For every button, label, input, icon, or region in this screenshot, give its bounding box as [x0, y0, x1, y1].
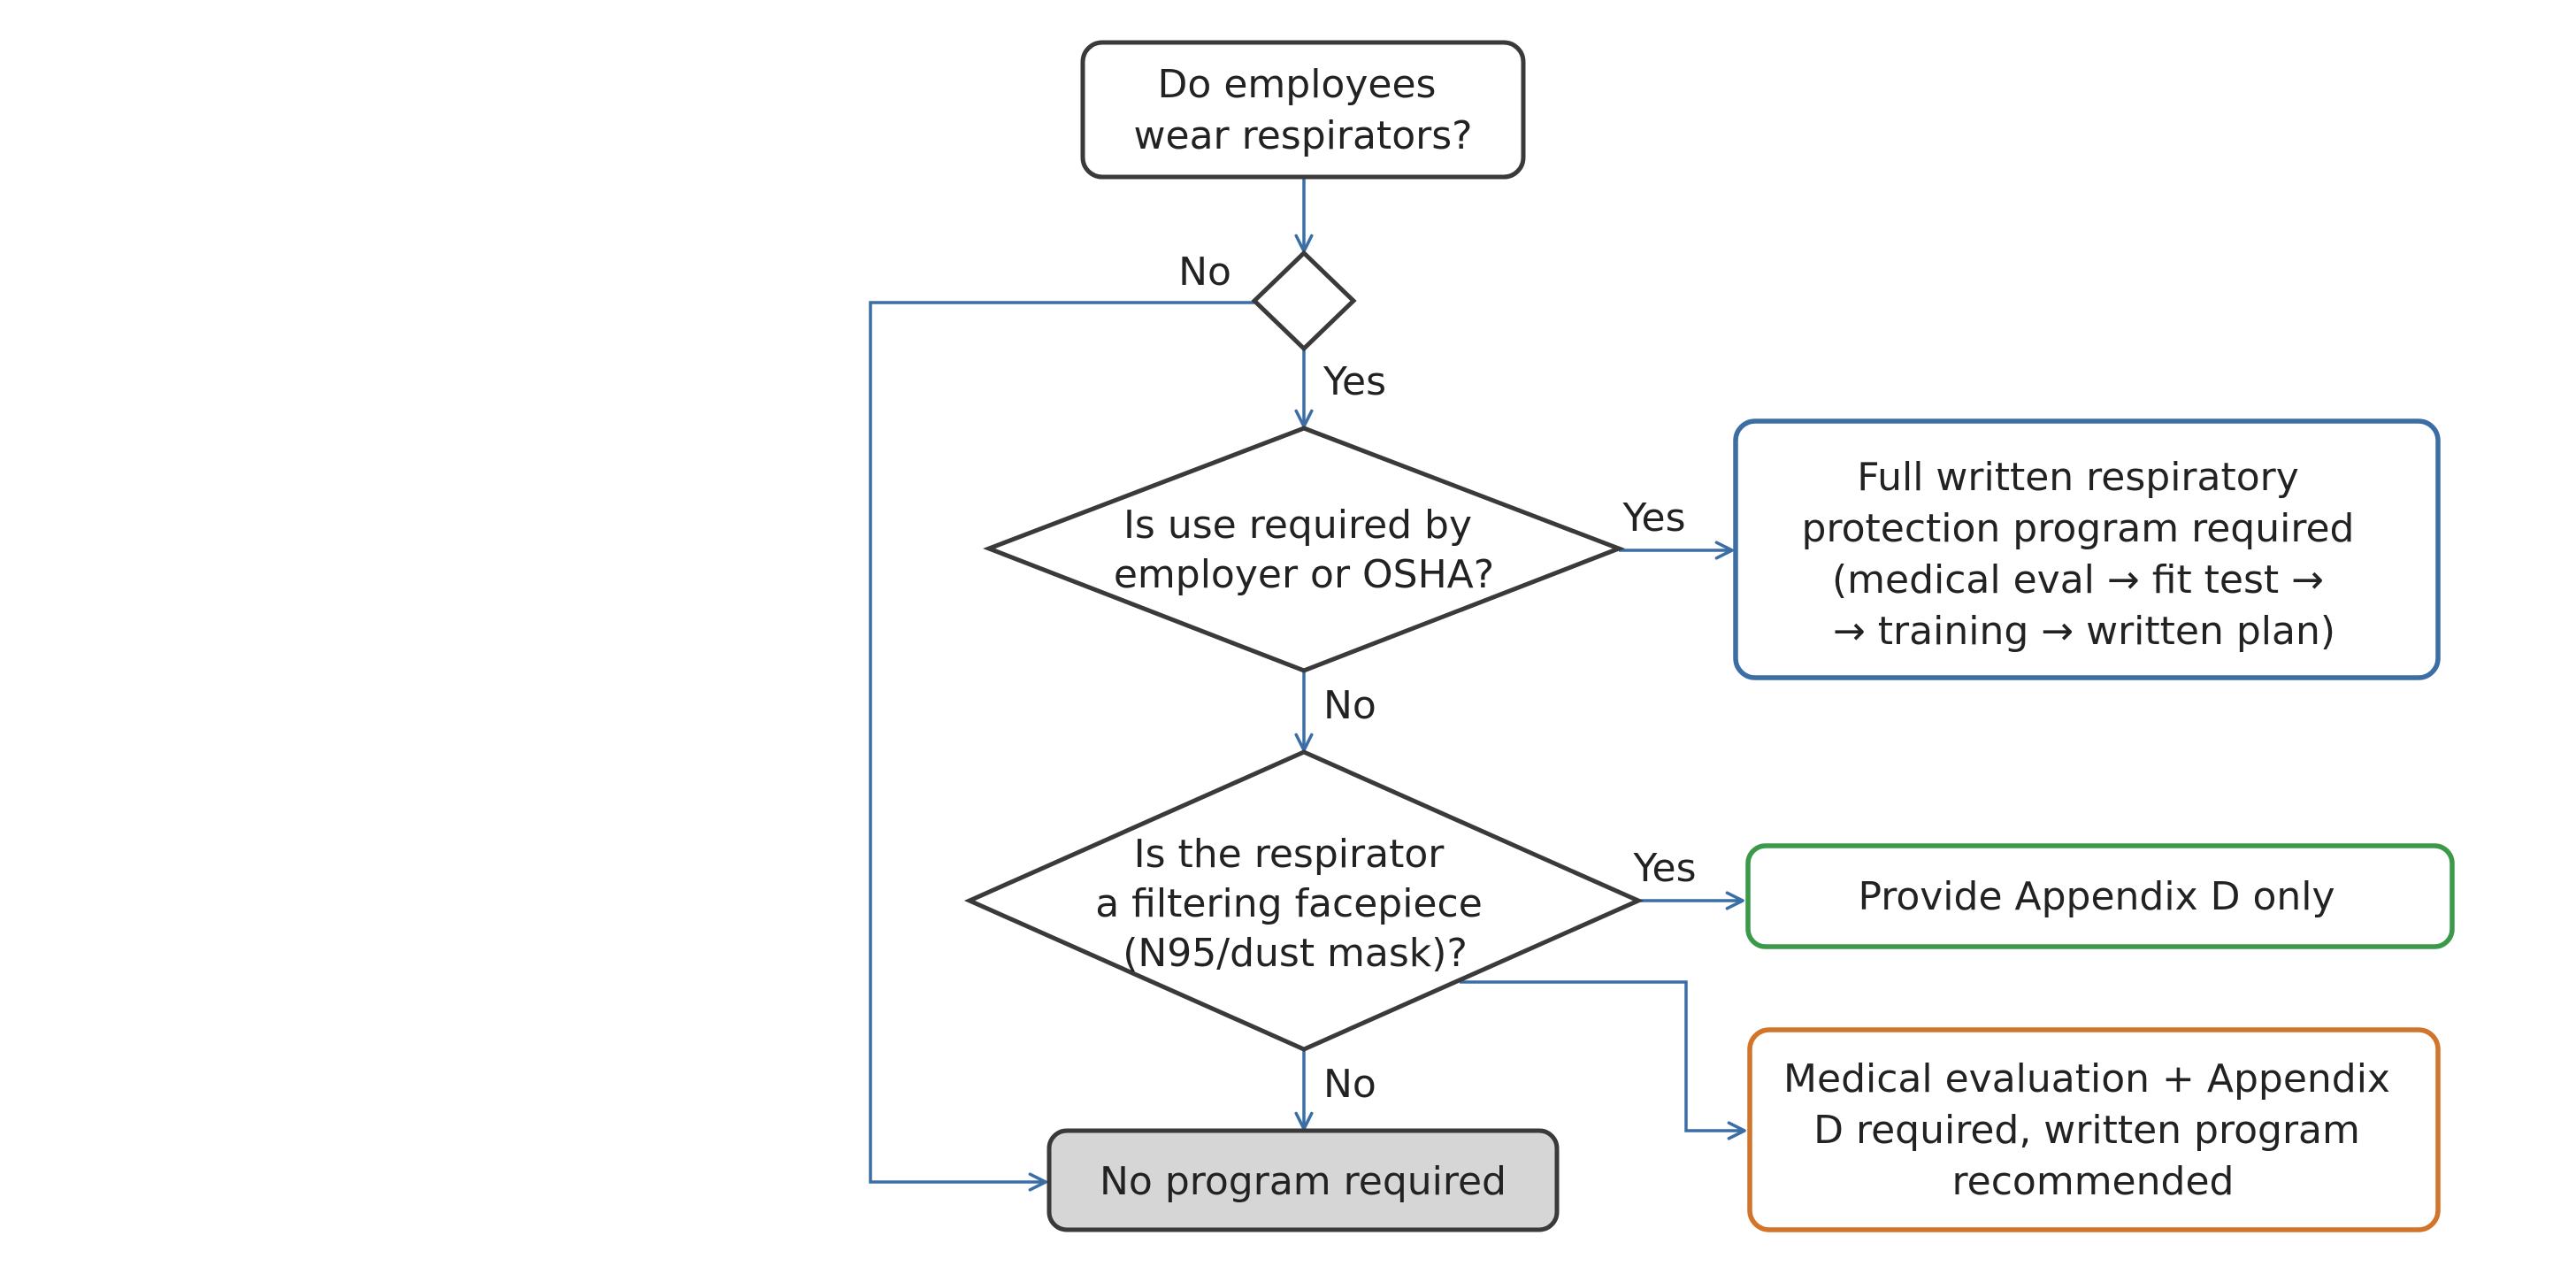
- decision-required-line: Is use required by: [1123, 503, 1472, 548]
- full-program-rect: [1733, 418, 2441, 680]
- no-program-rect: [1046, 1128, 1560, 1232]
- no-program-line: No program required: [1100, 1159, 1506, 1204]
- connector-filtering-to-medical: [1460, 980, 1746, 1140]
- medical-eval-line: recommended: [1952, 1159, 2235, 1204]
- decision-required: Is use required by employer or OSHA?: [983, 426, 1625, 673]
- start-line: Do employees: [1158, 62, 1437, 107]
- connectors: [869, 177, 1746, 1192]
- medical-eval-line: D required, written program: [1813, 1108, 2360, 1153]
- decision-filtering-line: a filtering facepiece: [1095, 881, 1483, 926]
- no-program-box: No program required: [1046, 1128, 1560, 1232]
- decision-filtering-diamond: [963, 749, 1644, 1052]
- appendix-d-line: Provide Appendix D only: [1858, 874, 2334, 919]
- medical-eval-text: Medical evaluation + Appendix D required…: [1783, 1056, 2403, 1204]
- label-filtering-no: No: [1323, 1062, 1376, 1107]
- medical-eval-box: Medical evaluation + Appendix D required…: [1747, 1027, 2441, 1232]
- appendix-d-box: Provide Appendix D only: [1745, 843, 2455, 949]
- no-program-text: No program required: [1100, 1159, 1506, 1204]
- appendix-d-rect: [1745, 843, 2455, 949]
- label-required-no: No: [1323, 683, 1376, 728]
- decision-required-line: employer or OSHA?: [1114, 552, 1494, 597]
- full-program-text: Full written respiratory protection prog…: [1802, 455, 2367, 654]
- label-required-yes: Yes: [1622, 495, 1685, 541]
- full-program-line: protection program required: [1802, 506, 2355, 551]
- label-filtering-yes: Yes: [1632, 846, 1696, 891]
- connector-no-to-no-program: [869, 301, 1254, 1192]
- label-first-no: No: [1178, 249, 1231, 295]
- decision-filtering-line: (N95/dust mask)?: [1123, 931, 1468, 976]
- start-text: Do employees wear respirators?: [1134, 62, 1473, 158]
- decision-required-diamond: [983, 426, 1625, 673]
- first-decision-diamond: [1251, 249, 1357, 352]
- start-box: [1080, 40, 1526, 180]
- start-question: Do employees wear respirators?: [1080, 40, 1526, 180]
- label-first-yes: Yes: [1322, 359, 1386, 404]
- full-program-line: Full written respiratory: [1857, 455, 2299, 500]
- full-program-line: (medical eval → fit test →: [1832, 557, 2324, 602]
- decision-required-text: Is use required by employer or OSHA?: [1114, 503, 1494, 597]
- start-line: wear respirators?: [1134, 113, 1473, 158]
- medical-eval-line: Medical evaluation + Appendix: [1783, 1056, 2390, 1101]
- decision-filtering-text: Is the respirator a filtering facepiece …: [1095, 832, 1495, 976]
- full-program-line: → training → written plan): [1833, 609, 2335, 654]
- full-program-box: Full written respiratory protection prog…: [1733, 418, 2441, 680]
- medical-eval-rect: [1747, 1027, 2441, 1232]
- decision-filtering-line: Is the respirator: [1134, 832, 1445, 877]
- decision-filtering: Is the respirator a filtering facepiece …: [963, 749, 1644, 1052]
- appendix-d-text: Provide Appendix D only: [1858, 874, 2334, 919]
